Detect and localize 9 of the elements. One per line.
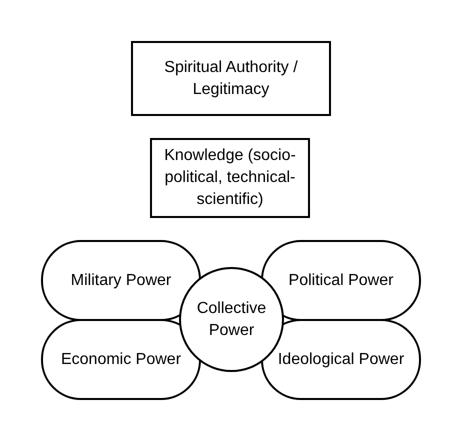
node-label: Political Power: [288, 270, 394, 290]
node-label: Military Power: [70, 270, 172, 290]
node-label: Ideological Power: [278, 350, 404, 370]
node-label: Collective Power: [196, 298, 268, 340]
node-label: Economic Power: [60, 350, 182, 370]
text-box: [131, 41, 331, 116]
node-label: Knowledge (socio-political, technical-scientific): [163, 146, 297, 210]
node-label: Spiritual Authority / Legitimacy: [163, 58, 299, 100]
text-box: [150, 138, 310, 218]
